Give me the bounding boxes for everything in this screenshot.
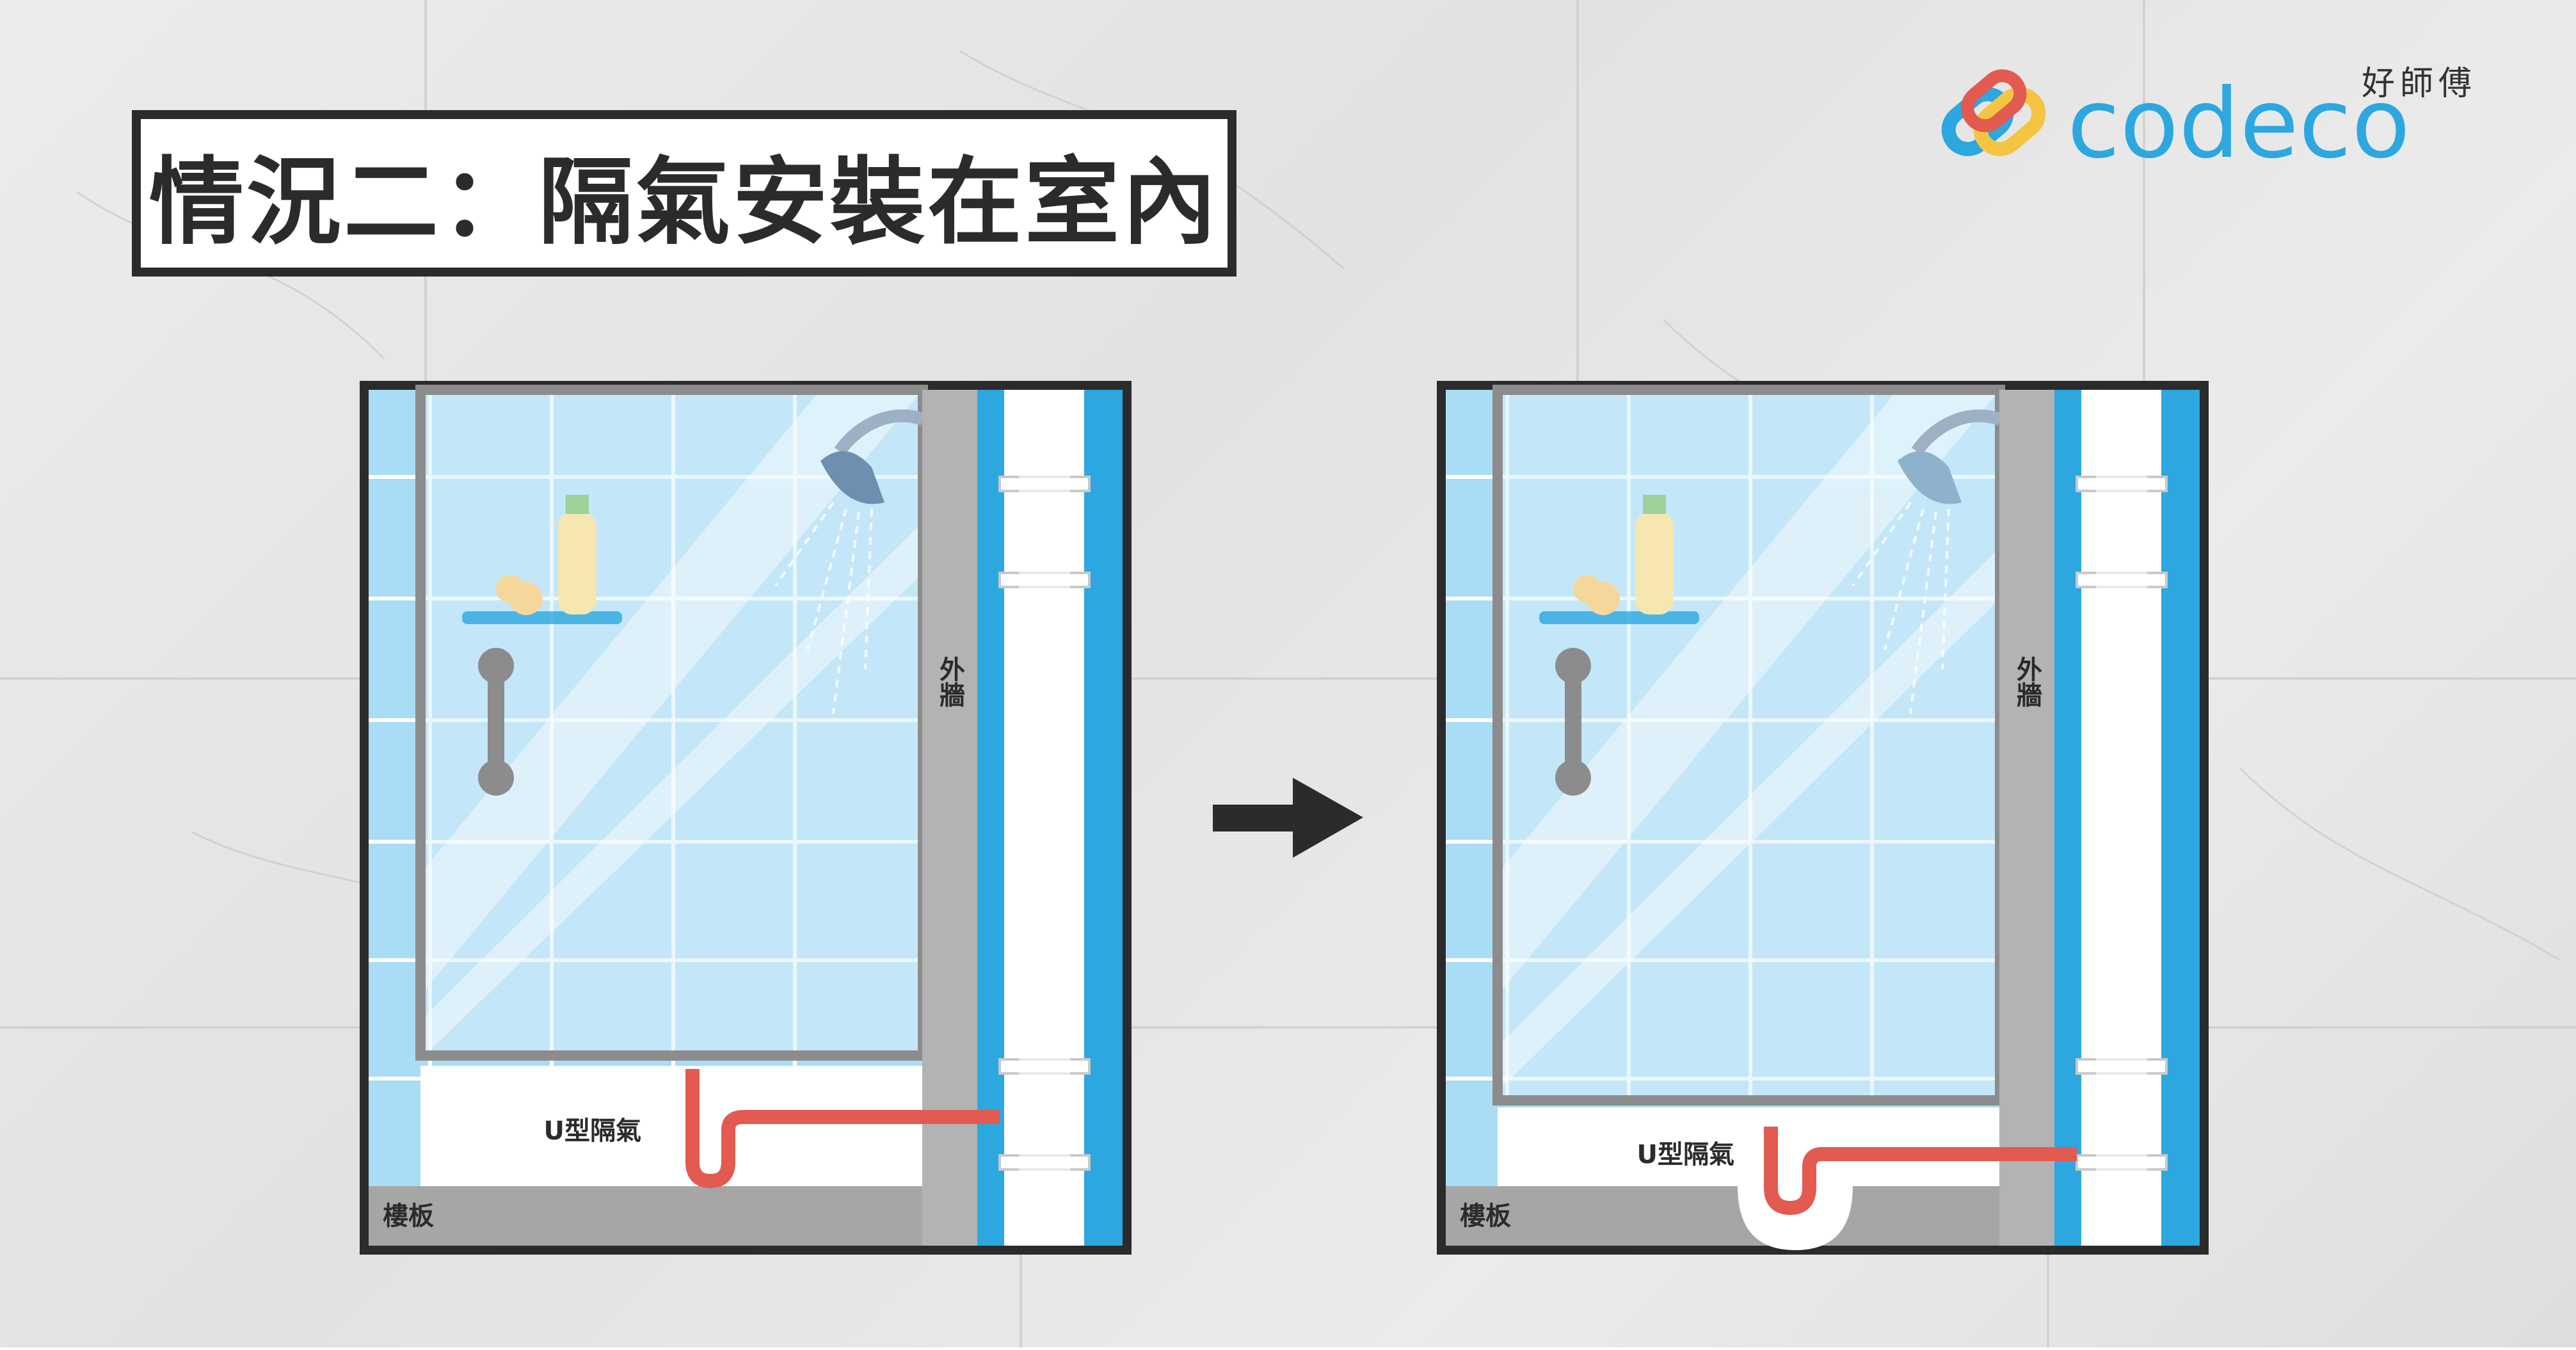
brand-logo: codeco [1939,58,2490,186]
title-box: 情況二：隔氣安裝在室內 [132,110,1236,277]
floor-label: 樓板 [383,1201,434,1231]
trap-label: U型隔氣 [544,1116,641,1146]
wall-label: 外牆 [2012,656,2042,707]
diagram-after: U型隔氣 樓板 外牆 [1437,381,2209,1255]
page-title: 情況二：隔氣安裝在室內 [149,147,1219,257]
brand-subtitle: 好師傅 [2362,65,2477,103]
diagram-before: U型隔氣 樓板 外牆 [360,381,1132,1255]
logo-text: codeco [2067,68,2410,180]
wall-label: 外牆 [935,656,965,707]
trap-label: U型隔氣 [1637,1140,1734,1169]
link-icon [1941,69,2046,156]
arrow-right-icon [1213,778,1363,858]
floor-label: 樓板 [1460,1201,1511,1231]
